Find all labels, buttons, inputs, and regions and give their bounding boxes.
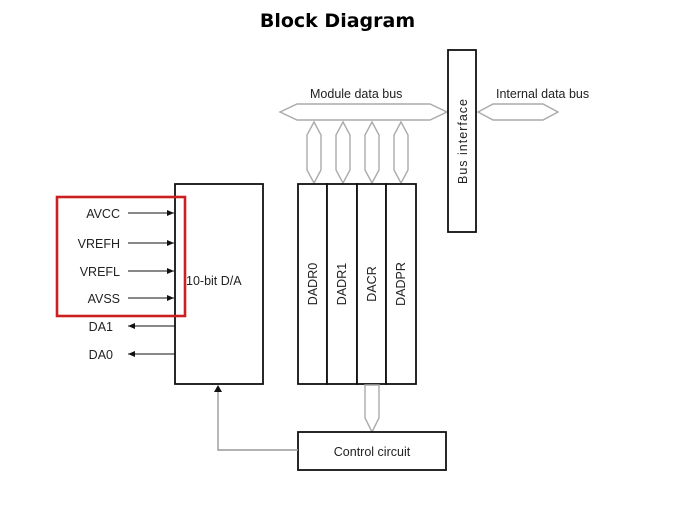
pin-vrefl-label: VREFL	[80, 265, 120, 279]
module-data-bus-label: Module data bus	[310, 87, 402, 101]
pin-avss-label: AVSS	[88, 292, 120, 306]
output-pins: DA1 DA0	[89, 320, 175, 362]
control-to-da-arrowhead	[214, 385, 222, 392]
internal-data-bus-label: Internal data bus	[496, 87, 589, 101]
control-to-da-line	[217, 392, 298, 451]
register-dacr-label: DACR	[365, 266, 379, 301]
page-title: Block Diagram	[259, 10, 416, 32]
internal-data-bus-arrow	[476, 103, 560, 121]
bus-link-dacr	[364, 120, 380, 185]
input-pins: AVCC VREFH VREFL AVSS	[78, 207, 174, 306]
bus-interface-block	[447, 49, 477, 233]
register-dadr0-label: DADR0	[306, 263, 320, 305]
pin-avcc-label: AVCC	[86, 207, 120, 221]
control-circuit-label: Control circuit	[334, 445, 411, 459]
bus-interface-label: Bus interface	[456, 98, 470, 184]
register-bus-links	[306, 120, 409, 185]
register-dadr0	[297, 183, 328, 385]
register-dadpr	[385, 183, 417, 385]
register-dadpr-label: DADPR	[394, 262, 408, 306]
module-data-bus-arrow	[278, 103, 449, 121]
register-dadr1-label: DADR1	[335, 263, 349, 305]
control-circuit-block	[297, 431, 447, 471]
bus-link-dadr1	[335, 120, 351, 185]
dacr-control-link	[364, 384, 380, 434]
da-converter-block	[174, 183, 264, 385]
highlight-box	[55, 195, 187, 318]
pin-da0-label: DA0	[89, 348, 113, 362]
bus-link-dadpr	[393, 120, 409, 185]
da-converter-label: 10-bit D/A	[186, 274, 242, 288]
pin-vrefh-label: VREFH	[78, 237, 120, 251]
bus-link-dadr0	[306, 120, 322, 185]
pin-da1-label: DA1	[89, 320, 113, 334]
register-group: DADR0 DADR1 DACR DADPR	[297, 183, 417, 385]
